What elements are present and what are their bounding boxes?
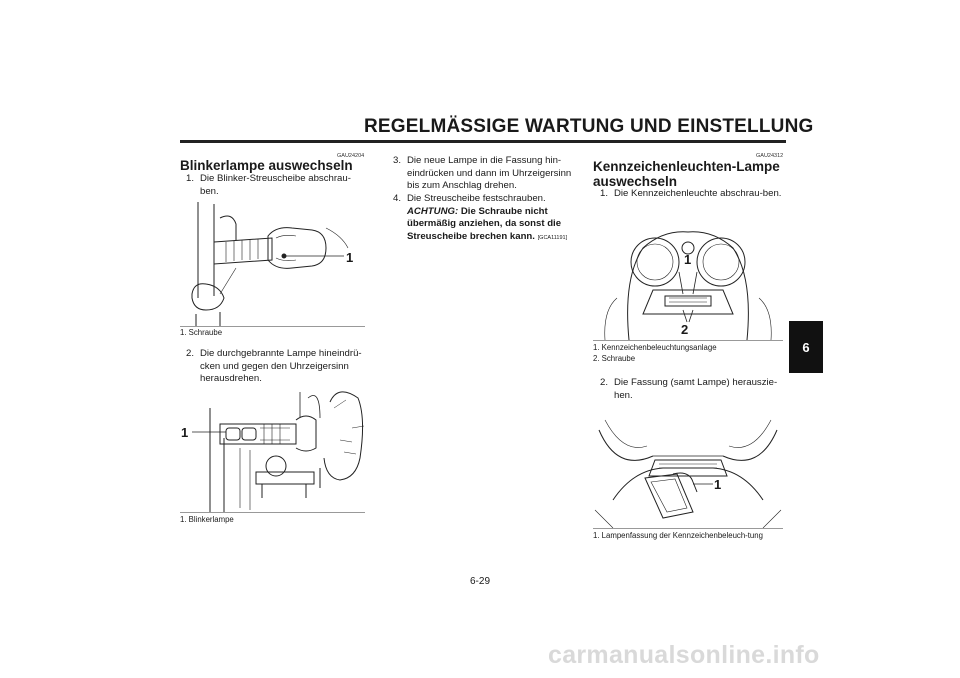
figure-caption: 1. Kennzeichenbeleuchtungsanlage xyxy=(593,343,717,352)
step-number: 4. xyxy=(393,193,402,204)
figure-turn-signal-lens xyxy=(180,198,365,326)
step-1: 1. Die Blinker-Streuscheibe abschrau-ben… xyxy=(186,173,364,198)
figure-caption: 2. Schraube xyxy=(593,354,636,363)
step-text: Die Kennzeichenleuchte abschrau-ben. xyxy=(614,188,782,199)
step-number: 2. xyxy=(186,348,195,359)
title-rule xyxy=(180,140,786,143)
step-2: 2. Die Fassung (samt Lampe) herauszie-he… xyxy=(600,377,786,402)
figure-callout: 1 xyxy=(346,250,354,265)
page-title: REGELMÄSSIGE WARTUNG UND EINSTELLUNG xyxy=(364,116,814,137)
figure-lamp-socket xyxy=(593,410,783,528)
section-code: GAU24204 xyxy=(337,153,365,159)
figure-callout: 1 xyxy=(684,252,692,267)
step-text: Die Streuscheibe festschrauben. xyxy=(407,193,546,204)
step-text: Die Fassung (samt Lampe) herauszie-hen. xyxy=(614,377,778,401)
figure-caption: 1. Schraube xyxy=(180,328,223,337)
section-heading: Blinkerlampe auswechseln xyxy=(180,158,353,173)
caption-rule xyxy=(180,512,365,513)
figure-callout: 1 xyxy=(714,477,722,492)
caption-rule xyxy=(180,326,365,327)
step-4: 4. Die Streuscheibe festschrauben. ACHTU… xyxy=(393,193,583,244)
figure-callout: 1 xyxy=(181,425,189,440)
caution-label: ACHTUNG: xyxy=(407,205,459,217)
figure-caption: 1. Blinkerlampe xyxy=(180,515,234,524)
figure-bulb xyxy=(180,388,365,512)
caption-rule xyxy=(593,340,783,341)
caution-code: [GCA11191] xyxy=(537,234,568,241)
section-heading: Kennzeichenleuchten-Lampe auswechseln xyxy=(593,159,780,189)
step-text: Die durchgebrannte Lampe hineindrü-cken … xyxy=(200,348,362,384)
figure-license-light xyxy=(593,218,783,340)
page-number: 6-29 xyxy=(469,576,490,587)
caption-rule xyxy=(593,528,783,529)
section-code: GAU24312 xyxy=(756,153,784,159)
step-number: 1. xyxy=(186,173,195,184)
step-number: 1. xyxy=(600,188,609,199)
step-3: 3. Die neue Lampe in die Fassung hin-ein… xyxy=(393,155,583,193)
step-number: 2. xyxy=(600,377,609,388)
step-1: 1. Die Kennzeichenleuchte abschrau-ben. xyxy=(600,188,784,201)
step-text: Die neue Lampe in die Fassung hin-eindrü… xyxy=(407,155,572,191)
chapter-tab[interactable]: 6 xyxy=(789,321,823,373)
step-number: 3. xyxy=(393,155,402,166)
step-2: 2. Die durchgebrannte Lampe hineindrü-ck… xyxy=(186,348,370,386)
figure-callout: 2 xyxy=(681,322,689,337)
watermark: carmanualsonline.info xyxy=(548,641,820,669)
figure-caption: 1. Lampenfassung der Kennzeichenbeleuch-… xyxy=(593,531,763,540)
step-text: Die Blinker-Streuscheibe abschrau-ben. xyxy=(200,173,351,197)
caution-text: Die Schraube nicht übermäßig anziehen, d… xyxy=(407,205,562,242)
